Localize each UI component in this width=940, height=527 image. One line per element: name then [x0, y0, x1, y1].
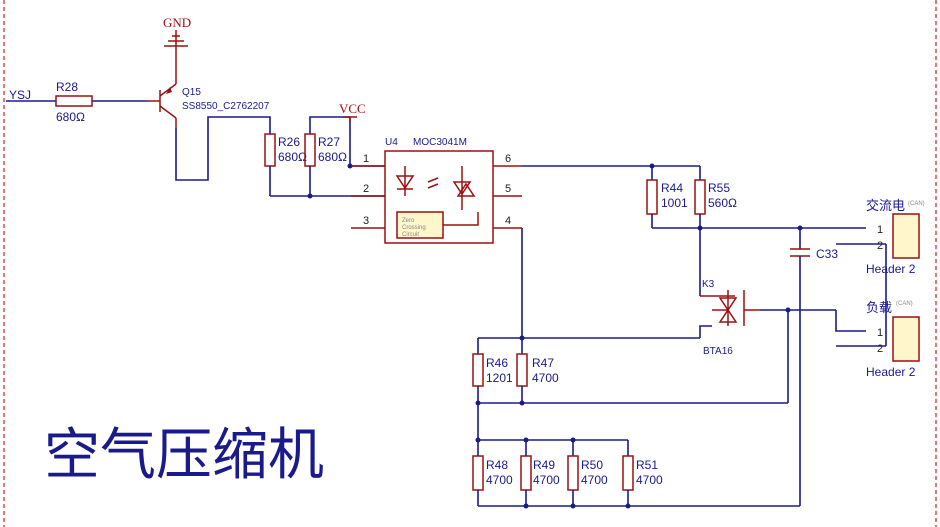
- u4-ref: U4: [385, 137, 398, 148]
- r50-ref: R50: [581, 458, 603, 472]
- wire-gate: [699, 325, 712, 338]
- r44-value: 1001: [661, 196, 688, 210]
- wire-vcc-r27: [309, 116, 351, 166]
- wire-q15-collector: [175, 116, 271, 181]
- header-load[interactable]: [892, 316, 920, 362]
- net-label-vcc: VCC: [339, 101, 366, 116]
- c33-ref: C33: [816, 247, 838, 261]
- junction-c3: [625, 503, 631, 509]
- r47-value: 4700: [532, 371, 559, 385]
- u4-part: MOC3041M: [413, 137, 467, 148]
- junction-mid-1: [475, 400, 481, 406]
- u4-pin5: 5: [505, 183, 511, 195]
- resistor-r46[interactable]: [472, 353, 484, 387]
- junction-mid-2: [519, 400, 525, 406]
- header-ac-tag: (CAN): [908, 201, 925, 207]
- r51-ref: R51: [636, 458, 658, 472]
- zc-line-3: Circuit: [402, 232, 419, 238]
- zc-line-1: Zero: [402, 218, 415, 224]
- resistor-r50[interactable]: [567, 455, 579, 491]
- wire-load-pin1: [835, 310, 866, 332]
- resistor-r47[interactable]: [516, 353, 528, 387]
- r49-value: 4700: [533, 473, 560, 487]
- r55-value: 560Ω: [708, 196, 737, 210]
- gnd-symbol: [164, 30, 188, 47]
- r51-value: 4700: [636, 473, 663, 487]
- resistor-r44[interactable]: [646, 179, 658, 215]
- r49-ref: R49: [533, 458, 555, 472]
- r48-value: 4700: [486, 473, 513, 487]
- r26-ref: R26: [278, 135, 300, 149]
- header-ac-name: Header 2: [866, 262, 916, 276]
- u4-pin3: 3: [363, 215, 369, 227]
- resistor-r49[interactable]: [520, 455, 532, 491]
- header-load-tag: (CAN): [896, 301, 913, 307]
- u4-pin2: 2: [363, 183, 369, 195]
- r46-value: 1201: [486, 371, 513, 385]
- resistor-r51[interactable]: [622, 455, 634, 491]
- r47-ref: R47: [532, 356, 554, 370]
- junction-r27: [307, 193, 313, 199]
- transistor-q15[interactable]: [148, 46, 177, 128]
- resistor-r28[interactable]: [55, 95, 93, 107]
- zc-line-2: Crossing: [402, 225, 426, 231]
- header-load-pin2: 2: [877, 343, 883, 355]
- r50-value: 4700: [581, 473, 608, 487]
- diagram-title: 空气压缩机: [44, 423, 324, 488]
- net-label-gnd: GND: [163, 15, 191, 30]
- r27-ref: R27: [318, 135, 340, 149]
- header-ac-pin1: 1: [877, 224, 883, 236]
- junction-vcc: [347, 163, 353, 169]
- junction-c2: [570, 503, 576, 509]
- q15-part: SS8550_C2762207: [182, 101, 270, 112]
- k3-ref: K3: [702, 279, 715, 290]
- u4-pin1: 1: [363, 153, 369, 165]
- resistor-r55[interactable]: [694, 179, 706, 215]
- r55-ref: R55: [708, 181, 730, 195]
- header-ac-pin2: 2: [877, 240, 883, 252]
- u4-pin4: 4: [505, 215, 511, 227]
- resistor-r48[interactable]: [472, 455, 484, 491]
- r46-ref: R46: [486, 356, 508, 370]
- header-ac[interactable]: [892, 213, 920, 259]
- header-ac-label: 交流电: [866, 198, 905, 214]
- r48-ref: R48: [486, 458, 508, 472]
- junction-c1: [523, 503, 529, 509]
- header-load-label: 负载: [866, 301, 892, 316]
- header-load-name: Header 2: [866, 365, 916, 379]
- q15-ref: Q15: [182, 87, 201, 98]
- r28-ref: R28: [56, 80, 78, 94]
- r26-value: 680Ω: [278, 150, 307, 164]
- u4-pin6: 6: [505, 153, 511, 165]
- triac-k3[interactable]: [700, 290, 760, 326]
- optocoupler-u4[interactable]: [351, 150, 522, 244]
- r28-value: 680Ω: [56, 110, 85, 124]
- net-label-ysj: YSJ: [9, 88, 31, 102]
- capacitor-c33[interactable]: [790, 248, 810, 257]
- r27-value: 680Ω: [318, 150, 347, 164]
- r44-ref: R44: [661, 181, 683, 195]
- k3-part: BTA16: [703, 346, 733, 357]
- header-load-pin1: 1: [877, 327, 883, 339]
- resistor-r26[interactable]: [264, 133, 276, 167]
